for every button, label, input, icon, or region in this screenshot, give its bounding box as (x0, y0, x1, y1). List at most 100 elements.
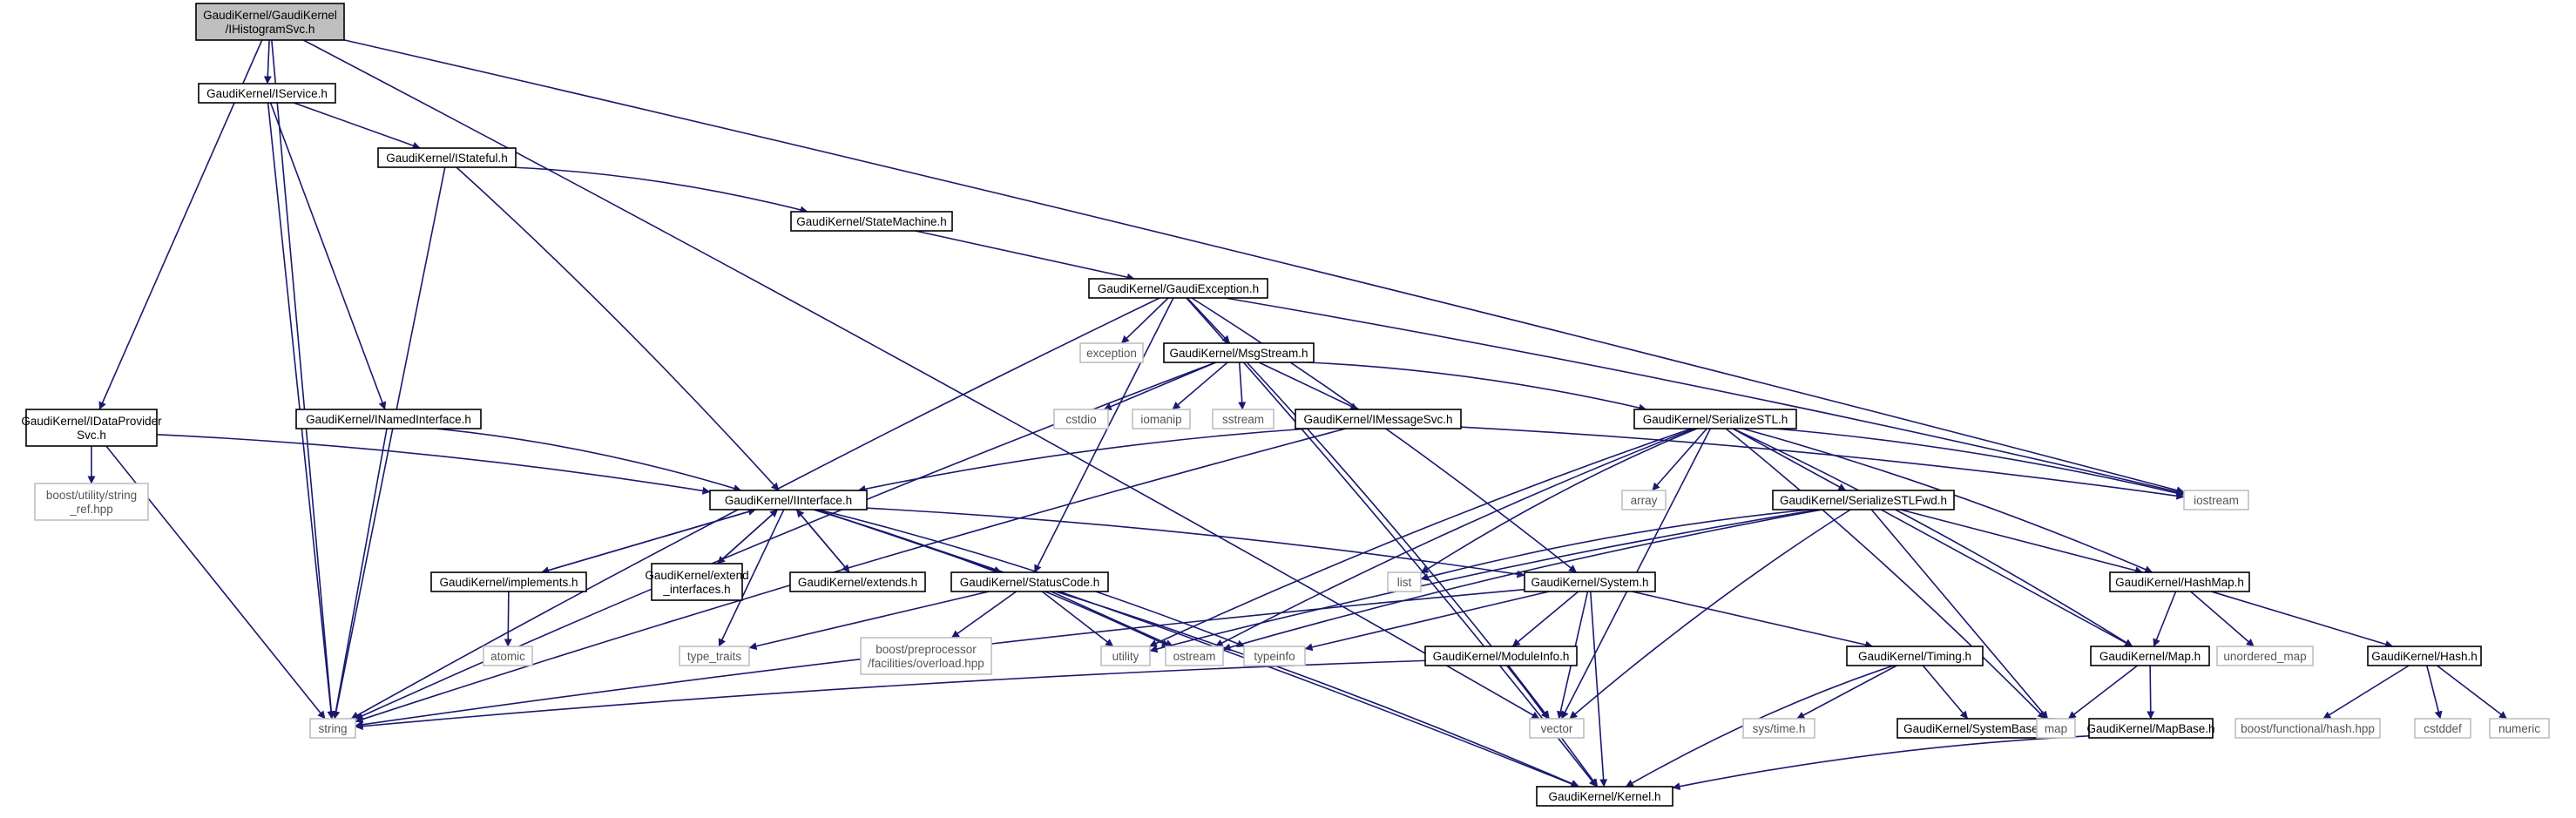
edge-statuscode-to-boost_overload (950, 591, 1018, 639)
edge-hash_h-to-boost_hash (2322, 665, 2410, 720)
node-exception: exception (1079, 342, 1144, 363)
node-iinterface-label-0: GaudiKernel/IInterface.h (725, 494, 852, 507)
node-gaudiexception-box (1088, 278, 1268, 299)
edge-serializestlfwd-to-hashmap (1900, 509, 2143, 575)
node-array-label-0: array (1631, 494, 1658, 507)
node-string-box (309, 718, 356, 739)
node-cstddef: cstddef (2414, 718, 2471, 739)
node-idataprovider-label-0: GaudiKernel/IDataProvider (21, 415, 162, 428)
node-gaudiexception-label-0: GaudiKernel/GaudiException.h (1098, 282, 1259, 295)
node-systembase-label-0: GaudiKernel/SystemBase.h (1903, 722, 2048, 735)
node-iinterface-box (709, 490, 868, 510)
node-kernel[interactable]: GaudiKernel/Kernel.h (1536, 786, 1673, 807)
node-implements-label-0: GaudiKernel/implements.h (439, 576, 578, 589)
node-boost_hash: boost/functional/hash.hpp (2235, 718, 2381, 739)
node-atomic-box (483, 646, 533, 666)
edge-idataprovider-to-iinterface (156, 433, 711, 495)
node-extends[interactable]: GaudiKernel/extends.h (789, 571, 926, 592)
node-serializestlfwd[interactable]: GaudiKernel/SerializeSTLFwd.h (1772, 490, 1955, 510)
edge-hashmap-to-hash_h (2211, 591, 2394, 648)
edge-gaudiexception-to-exception (1120, 297, 1169, 344)
node-iostream-label-0: iostream (2194, 494, 2239, 507)
node-hashmap-label-0: GaudiKernel/HashMap.h (2115, 576, 2244, 589)
node-systime: sys/time.h (1742, 718, 1815, 739)
node-string: string (309, 718, 356, 739)
node-iostream: iostream (2183, 490, 2249, 510)
edge-istateful-to-string (332, 166, 446, 720)
node-timing[interactable]: GaudiKernel/Timing.h (1846, 646, 1984, 666)
node-boost_string_ref-label-0: boost/utility/string (46, 489, 137, 502)
edge-iservice-to-inamedinterface (269, 102, 387, 410)
node-kernel-box (1536, 786, 1673, 807)
node-serializestl[interactable]: GaudiKernel/SerializeSTL.h (1633, 409, 1797, 429)
node-vector-label-0: vector (1541, 722, 1573, 735)
node-mapbase[interactable]: GaudiKernel/MapBase.h (2086, 718, 2215, 739)
node-extends-box (789, 571, 926, 592)
edge-serializestl-to-utility (1148, 428, 1692, 647)
node-map-box (2036, 718, 2076, 739)
node-boost_overload-box (860, 637, 992, 675)
edge-istateful-to-statemachine (510, 166, 808, 214)
node-system[interactable]: GaudiKernel/System.h (1524, 571, 1656, 592)
node-type_traits-label-0: type_traits (687, 650, 742, 663)
node-moduleinfo-box (1424, 646, 1578, 666)
node-imessagesvc-box (1295, 409, 1462, 429)
edge-mapbase-to-kernel (1672, 735, 2090, 791)
node-imessagesvc-label-0: GaudiKernel/IMessageSvc.h (1303, 413, 1452, 426)
node-list: list (1387, 571, 1422, 592)
edge-imessagesvc-to-string (355, 428, 1347, 723)
edge-iinterface-to-type_traits (718, 509, 785, 647)
node-idataprovider-label-1: Svc.h (77, 429, 106, 442)
node-istateful[interactable]: GaudiKernel/IStateful.h (377, 147, 517, 168)
node-msgstream[interactable]: GaudiKernel/MsgStream.h (1163, 342, 1315, 363)
node-boost_overload: boost/preprocessor/facilities/overload.h… (860, 637, 992, 675)
node-iostream-box (2183, 490, 2249, 510)
edge-hashmap-to-map_h (2153, 591, 2177, 647)
node-imessagesvc[interactable]: GaudiKernel/IMessageSvc.h (1295, 409, 1462, 429)
edge-system-to-timing (1632, 591, 1874, 649)
edge-serializestlfwd-to-map_h (1880, 509, 2133, 647)
node-root[interactable]: GaudiKernel/GaudiKernel/IHistogramSvc.h (195, 3, 345, 41)
node-iinterface[interactable]: GaudiKernel/IInterface.h (709, 490, 868, 510)
node-hash_h[interactable]: GaudiKernel/Hash.h (2367, 646, 2482, 666)
node-numeric-box (2489, 718, 2550, 739)
edge-istateful-to-iinterface (456, 166, 780, 491)
node-statemachine[interactable]: GaudiKernel/StateMachine.h (790, 211, 953, 232)
edge-root-to-iostream (343, 39, 2185, 495)
node-moduleinfo[interactable]: GaudiKernel/ModuleInfo.h (1424, 646, 1578, 666)
edge-map_h-to-mapbase (2147, 665, 2155, 720)
node-inamedinterface[interactable]: GaudiKernel/INamedInterface.h (295, 409, 482, 429)
node-array-box (1621, 490, 1667, 510)
node-statuscode-box (950, 571, 1109, 592)
edge-msgstream-to-sstream (1238, 362, 1247, 410)
edge-hashmap-to-unordered_map (2190, 591, 2255, 647)
node-sstream: sstream (1212, 409, 1274, 429)
node-extend_interfaces-label-1: _interfaces.h (662, 583, 730, 596)
edge-imessagesvc-to-iinterface (857, 428, 1308, 493)
node-gaudiexception[interactable]: GaudiKernel/GaudiException.h (1088, 278, 1268, 299)
edge-implements-to-atomic (504, 591, 512, 647)
node-utility-label-0: utility (1112, 650, 1139, 663)
node-cstddef-box (2414, 718, 2471, 739)
edge-statuscode-to-utility (1041, 591, 1114, 647)
node-map_h[interactable]: GaudiKernel/Map.h (2090, 646, 2210, 666)
node-extend_interfaces[interactable]: GaudiKernel/extend_interfaces.h (645, 563, 749, 601)
node-inamedinterface-label-0: GaudiKernel/INamedInterface.h (306, 413, 471, 426)
node-serializestl-label-0: GaudiKernel/SerializeSTL.h (1643, 413, 1788, 426)
node-systime-label-0: sys/time.h (1753, 722, 1806, 735)
node-iservice[interactable]: GaudiKernel/IService.h (198, 83, 336, 104)
node-systembase[interactable]: GaudiKernel/SystemBase.h (1897, 718, 2055, 739)
edge-hash_h-to-numeric (2436, 665, 2508, 720)
node-implements[interactable]: GaudiKernel/implements.h (430, 571, 587, 592)
edge-gaudiexception-to-statuscode (1033, 297, 1174, 573)
node-statuscode[interactable]: GaudiKernel/StatusCode.h (950, 571, 1109, 592)
node-map-label-0: map (2045, 722, 2067, 735)
edge-serializestl-to-serializestlfwd (1732, 428, 1847, 491)
edge-serializestlfwd-to-utility (1149, 509, 1819, 653)
edge-statuscode-to-kernel (1055, 591, 1579, 788)
edge-root-to-iservice (263, 39, 272, 85)
node-systime-box (1742, 718, 1815, 739)
node-hashmap[interactable]: GaudiKernel/HashMap.h (2109, 571, 2250, 592)
node-cstddef-label-0: cstddef (2424, 722, 2462, 735)
